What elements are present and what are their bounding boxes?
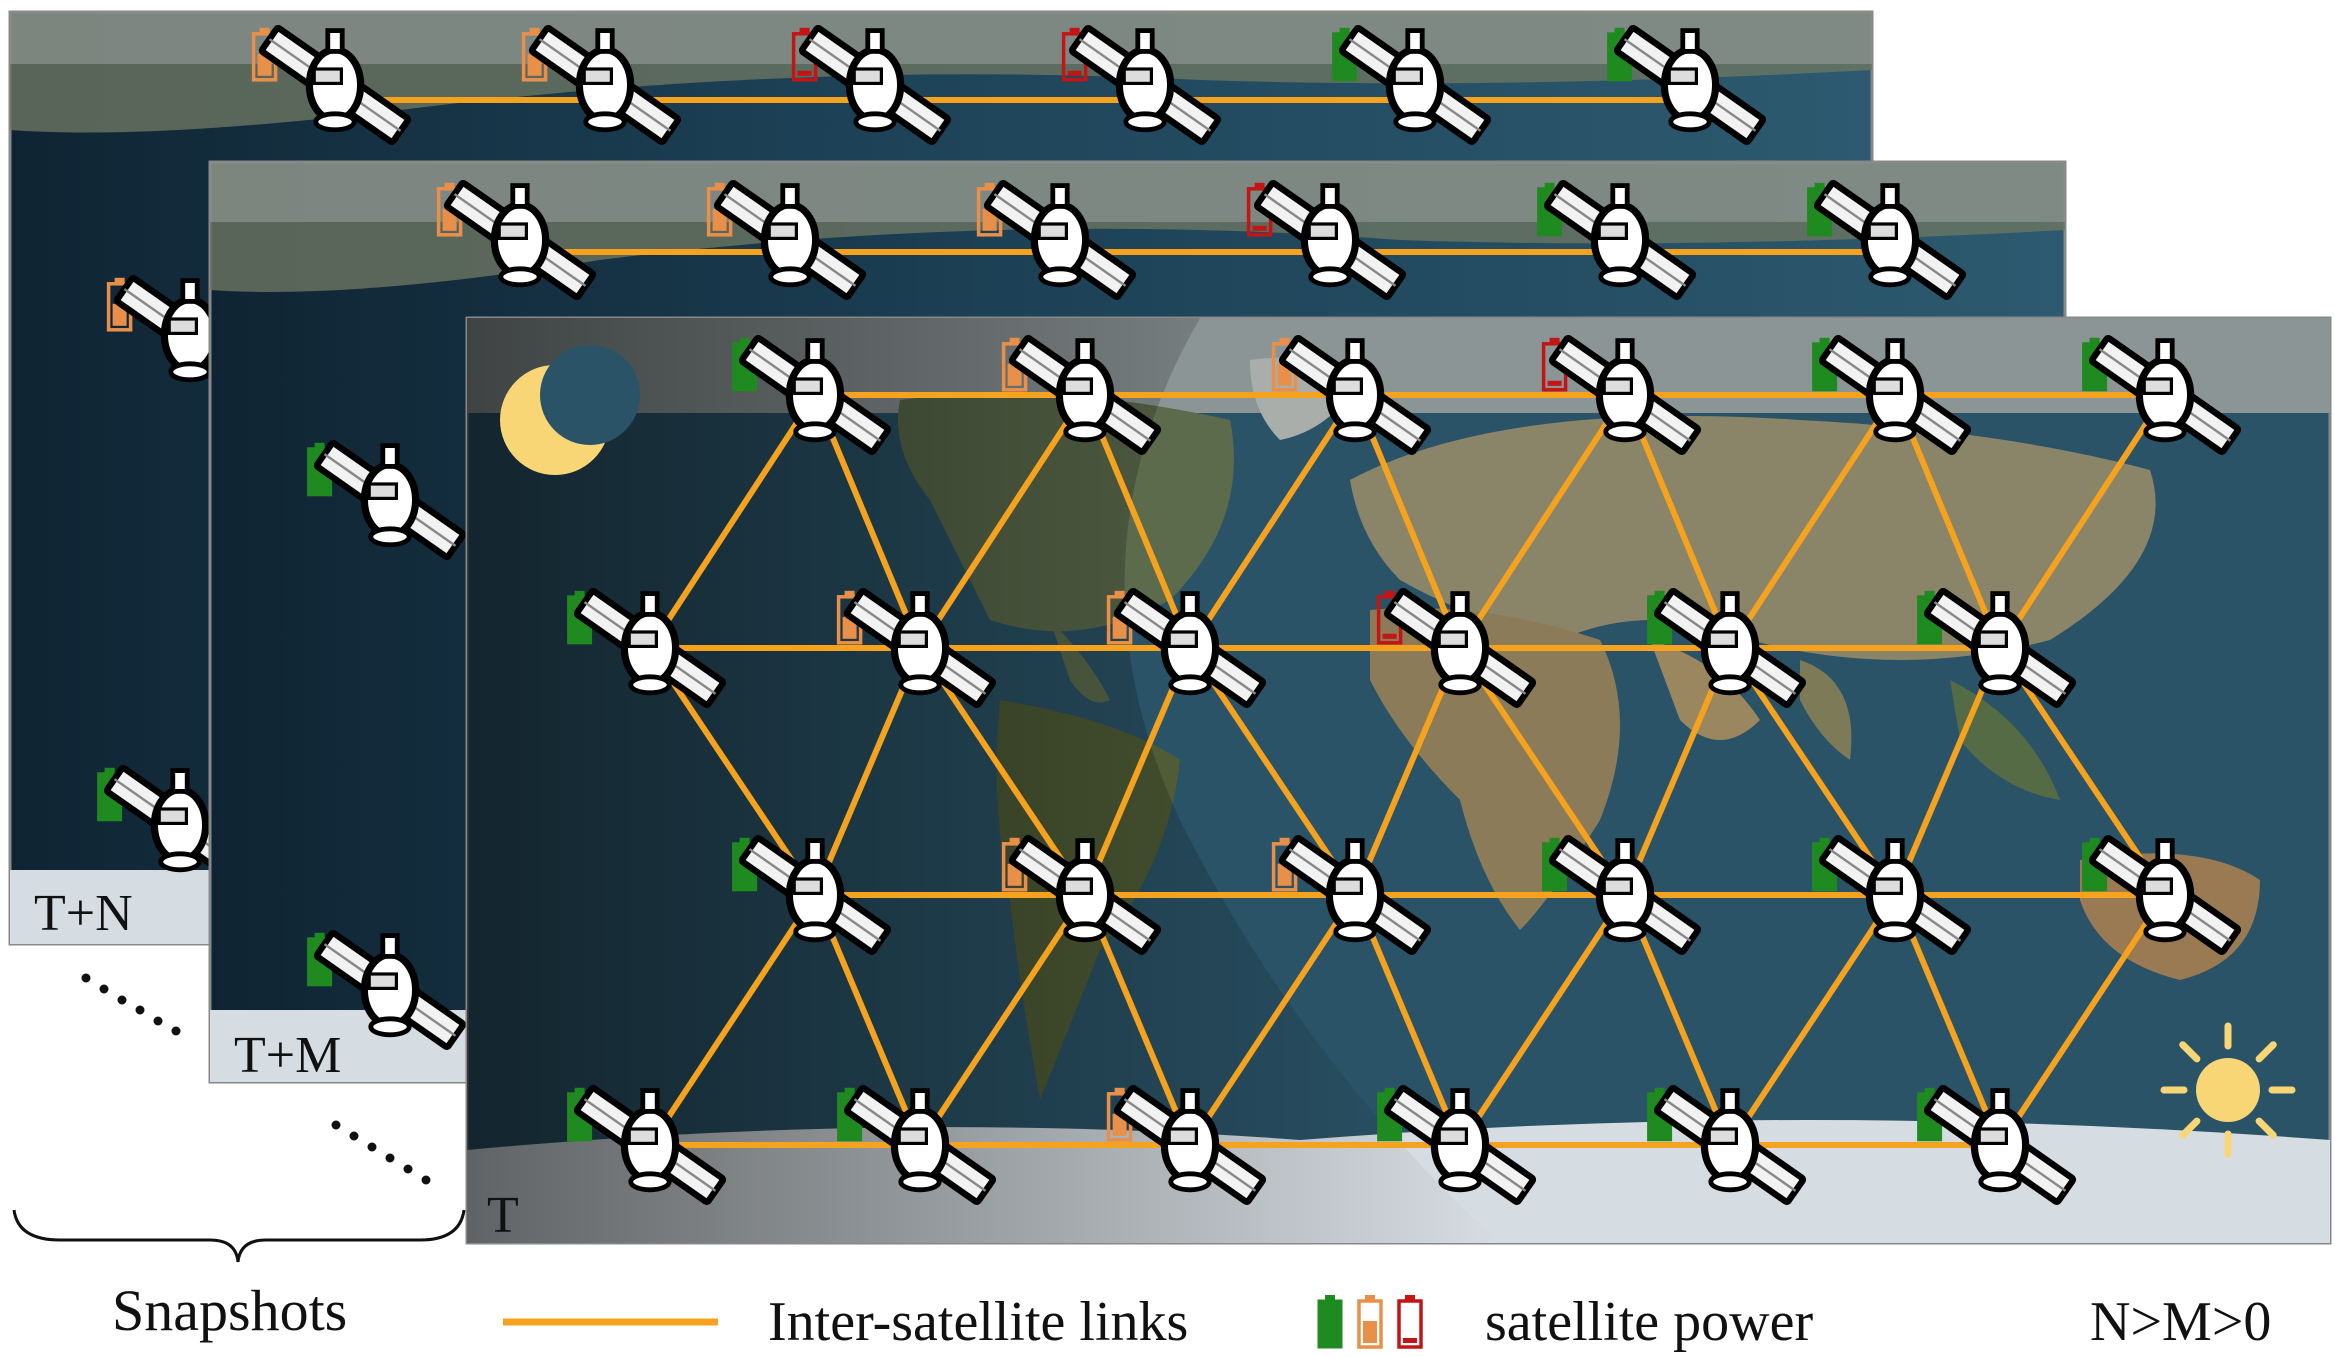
isl-diagonal bbox=[1997, 893, 2168, 1147]
snapshot-condition: N>M>0 bbox=[2090, 1291, 2271, 1353]
legend-battery-icon bbox=[1317, 1293, 1423, 1349]
isl-diagonal bbox=[647, 393, 818, 650]
snapshot-label-middle: T+M bbox=[234, 1027, 341, 1084]
isl-diagonal bbox=[647, 893, 818, 1147]
snapshot-label-back: T+N bbox=[34, 885, 133, 942]
isl-diagonal bbox=[1187, 646, 1358, 897]
isl-diagonal bbox=[1457, 893, 1628, 1147]
snapshot-front: T bbox=[465, 316, 2332, 1245]
isl-diagonal bbox=[1997, 646, 2168, 897]
moon-icon bbox=[500, 345, 640, 475]
snapshots-brace bbox=[12, 1209, 466, 1263]
isl-diagonal bbox=[1187, 893, 1358, 1147]
isl-diagonal bbox=[1727, 393, 1898, 650]
snapshot-label-front: T bbox=[487, 1187, 519, 1244]
isl-diagonal bbox=[1997, 393, 2168, 650]
legend-power-label: satellite power bbox=[1485, 1291, 1813, 1353]
isl-diagonal bbox=[1457, 646, 1628, 897]
isl-diagonal bbox=[1457, 393, 1628, 650]
sun-icon bbox=[2160, 1022, 2296, 1158]
isl-diagonal bbox=[1727, 646, 1898, 897]
legend: Inter-satellite links satellite power N>… bbox=[503, 1291, 2271, 1353]
isl-diagonal bbox=[1187, 393, 1358, 650]
stack-ellipsis bbox=[81, 973, 431, 1185]
isl-diagonal bbox=[1727, 893, 1898, 1147]
isl-diagonal bbox=[647, 646, 818, 897]
isl-diagonal bbox=[917, 393, 1088, 650]
isl-diagonal bbox=[917, 646, 1088, 897]
snapshots-caption: Snapshots bbox=[112, 1278, 347, 1343]
legend-link-label: Inter-satellite links bbox=[768, 1291, 1188, 1353]
isl-diagonal bbox=[917, 893, 1088, 1147]
